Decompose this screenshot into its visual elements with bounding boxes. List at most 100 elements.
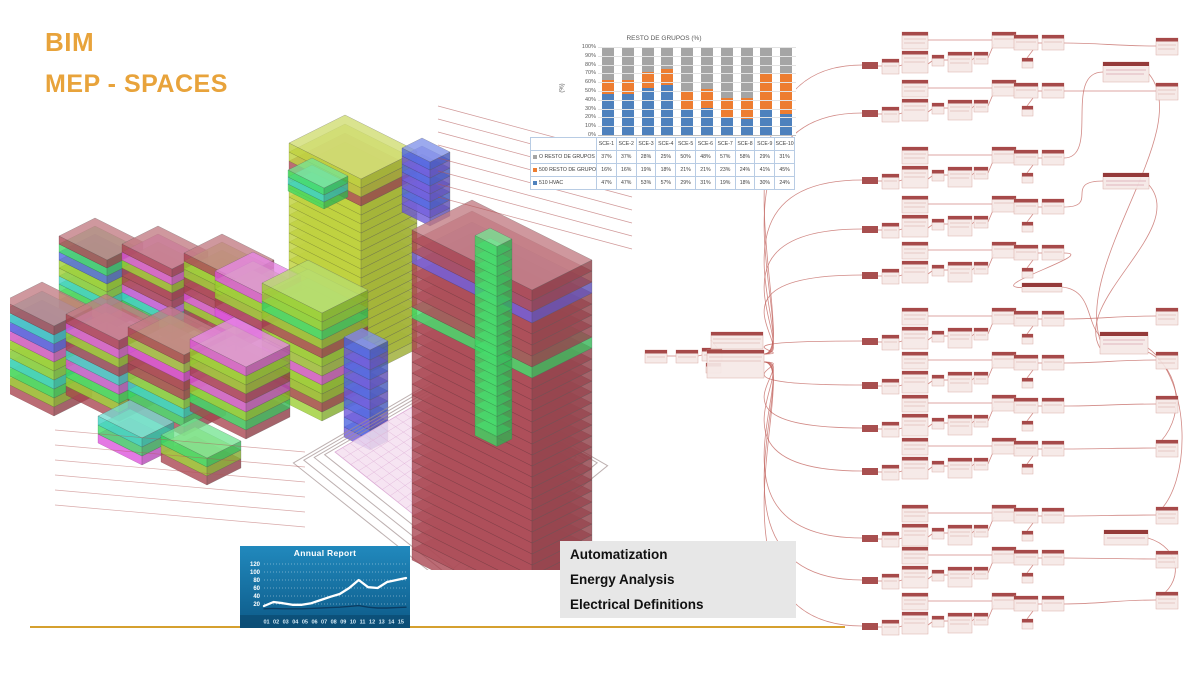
graph-node-body (705, 362, 722, 374)
x-tick-label: 08 (331, 620, 337, 626)
wire (987, 449, 995, 465)
legend-marker (533, 168, 537, 172)
graph-node-header (902, 593, 928, 597)
graph-node-body (973, 327, 989, 341)
gridline (598, 82, 796, 84)
wire (763, 340, 863, 355)
graph-node-header (992, 593, 1016, 597)
graph-node-solid (862, 338, 878, 345)
graph-node-body (947, 457, 973, 479)
graph-node-body (901, 546, 929, 565)
graph-node-body (931, 527, 945, 540)
graph-node-header (1022, 106, 1033, 110)
graph-node-body (881, 222, 900, 239)
bar-segment (621, 47, 634, 80)
graph-node-body (931, 102, 945, 115)
graph-node-header (932, 528, 944, 532)
value-cell: 25% (656, 151, 677, 164)
graph-node-body (1013, 440, 1039, 457)
graph-node-header (1022, 573, 1033, 577)
graph-node-body (1041, 507, 1065, 524)
graph-node-header (1042, 398, 1064, 402)
wire (1147, 537, 1176, 600)
graph-node-header (932, 55, 944, 59)
graph-node-header (1042, 596, 1064, 600)
y-tick-label: 50% (584, 88, 596, 94)
graph-node-body (931, 218, 945, 231)
accent-divider-line (30, 626, 845, 628)
graph-node-body (947, 371, 973, 393)
x-tick-label: 10 (350, 620, 356, 626)
value-cell: 37% (616, 151, 637, 164)
wireframe-line (54, 504, 306, 528)
graph-node-header (974, 262, 988, 266)
graph-node-body (881, 573, 900, 590)
graph-node-header (711, 332, 763, 336)
graph-node-body (1021, 420, 1034, 432)
legend-marker (533, 155, 537, 159)
value-cell: 19% (715, 177, 736, 190)
graph-node-body (947, 166, 973, 188)
x-tick-label: 02 (273, 620, 279, 626)
graph-node-body (947, 566, 973, 588)
block-top-face (261, 259, 369, 314)
gridline (598, 47, 796, 48)
y-tick-label: 80 (253, 578, 260, 584)
graph-node-body (1013, 310, 1039, 327)
wire (763, 274, 863, 355)
graph-node-body (1013, 82, 1039, 99)
bar-segment (760, 108, 773, 135)
wire (927, 533, 933, 538)
wire (763, 361, 863, 472)
graph-node-body (947, 414, 973, 436)
wire (1063, 403, 1157, 407)
bar-segment (681, 109, 694, 135)
y-tick-label: 20% (584, 114, 596, 121)
graph-node-header (1156, 440, 1178, 444)
graph-node-header (974, 525, 988, 529)
gridline (598, 64, 796, 66)
x-axis-strip (240, 615, 410, 628)
y-tick-label: 40% (584, 96, 596, 103)
wire (1026, 369, 1034, 379)
graph-node-body (901, 50, 929, 74)
graph-node-body (881, 58, 900, 75)
graph-node-body (947, 261, 973, 283)
wire (987, 91, 995, 107)
graph-node-header (902, 215, 928, 219)
value-cell: 47% (616, 177, 637, 190)
table-header-cell: SCE-7 (715, 138, 736, 151)
bim-model-3d-view (10, 105, 633, 570)
graph-node-body (901, 146, 929, 165)
graph-node-body (1041, 397, 1065, 414)
graph-node-body (1021, 333, 1034, 345)
graph-node-header (974, 100, 988, 104)
graph-node-header (702, 348, 722, 352)
legend-label: 500 RESTO DE GRUPO 500 (539, 167, 596, 173)
legend-cell: O RESTO DE GRUPOS (531, 151, 597, 164)
graph-wide-node-header (1103, 62, 1149, 66)
graph-node-header (948, 52, 972, 56)
graph-node-header (992, 196, 1016, 200)
gridline (598, 55, 796, 57)
graph-node-header (902, 327, 928, 331)
gridline (598, 126, 796, 128)
value-cell: 21% (676, 164, 696, 177)
value-cell: 16% (597, 164, 617, 177)
process-label-energy-analysis: Energy Analysis (570, 572, 675, 587)
wire (898, 625, 903, 628)
wire (1026, 259, 1034, 269)
value-cell: 45% (775, 164, 795, 177)
graph-node-header (1042, 311, 1064, 315)
value-cell: 29% (755, 151, 776, 164)
wire (971, 530, 975, 534)
x-tick-label: 06 (311, 620, 317, 626)
y-tick-label: 100% (581, 44, 596, 50)
graph-node-body (881, 268, 900, 285)
graph-node-header (932, 103, 944, 107)
graph-node-body (881, 173, 900, 190)
graph-node-header (902, 147, 928, 151)
wire (987, 406, 995, 422)
graph-node-header (902, 371, 928, 375)
